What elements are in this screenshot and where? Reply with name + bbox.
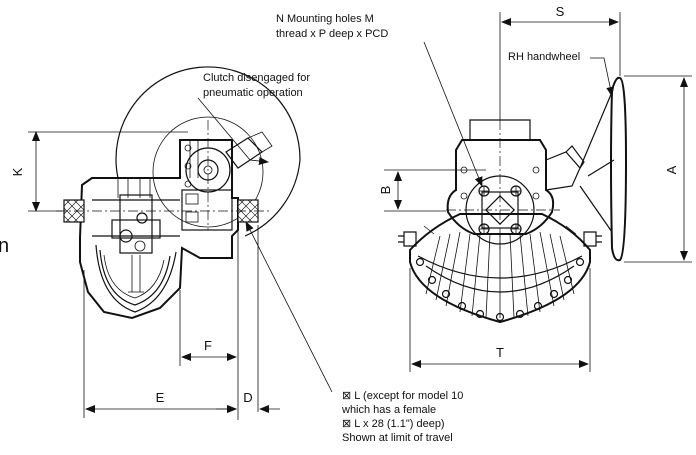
dim-E-label: E — [156, 390, 165, 405]
drive-note-line4: Shown at limit of travel — [342, 432, 453, 444]
dim-A-label: A — [664, 165, 679, 174]
drive-note-line3: ⊠ L x 28 (1.1") deep) — [342, 418, 445, 430]
handwheel — [610, 76, 628, 262]
housing-outline — [79, 139, 239, 320]
sector-housing — [409, 213, 591, 324]
clutch-inner-circle — [152, 116, 264, 228]
dim-D-label: D — [243, 390, 252, 405]
rh-handwheel-label: RH handwheel — [508, 51, 580, 63]
clutch-note-line1: Clutch disengaged for — [203, 72, 310, 84]
front-view — [384, 12, 692, 372]
mounting-holes-note-line1: N Mounting holes M — [276, 13, 374, 25]
dim-T-label: T — [496, 345, 504, 360]
dim-B-label: B — [378, 186, 393, 195]
drive-note-line1: ⊠ L (except for model 10 — [342, 390, 463, 402]
edge-text-fragment: n — [0, 235, 9, 257]
clutch-note-line2: pneumatic operation — [203, 87, 303, 99]
dim-S-label: S — [556, 4, 565, 19]
clutch-circle — [115, 66, 301, 237]
perimeter-bolts — [415, 257, 585, 322]
handwheel-arm — [545, 151, 581, 191]
mounting-holes — [478, 185, 522, 235]
dim-K-label: K — [10, 167, 25, 176]
drive-note-line2: which has a female — [341, 404, 436, 416]
dim-F-label: F — [204, 338, 212, 353]
mounting-holes-note-line2: thread x P deep x PCD — [276, 28, 388, 40]
gearbox-housing — [446, 139, 555, 235]
side-view — [28, 66, 333, 420]
